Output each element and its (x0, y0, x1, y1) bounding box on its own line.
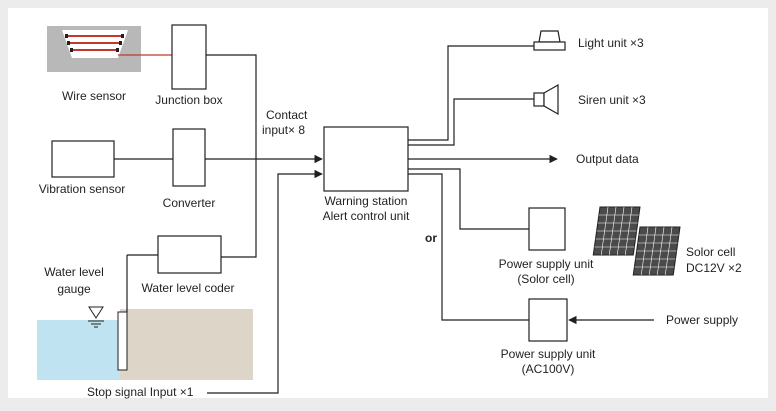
siren-unit-label: Siren unit ×3 (578, 93, 646, 107)
water-level-coder (157, 235, 222, 274)
solar-cell-label-1: Solor cell (686, 245, 735, 259)
stop-signal-label: Stop signal Input ×1 (87, 385, 194, 399)
water-area (37, 320, 120, 380)
vibration-sensor-label: Vibration sensor (39, 182, 126, 196)
power-supply-ac-label-2: (AC100V) (522, 362, 575, 376)
vibration-sensor (51, 140, 115, 178)
output-data-label: Output data (576, 152, 639, 166)
contact-input-label-1: Contact (266, 108, 308, 122)
gauge-pipe (117, 311, 128, 371)
warning-station-box (323, 126, 409, 192)
contact-input-label-2: input× 8 (262, 123, 305, 137)
power-supply-solar-label-1: Power supply unit (499, 257, 594, 271)
converter-label: Converter (163, 196, 216, 210)
junction-box (171, 24, 207, 90)
power-supply-label: Power supply (666, 313, 738, 327)
warning-station-label-2: Alert control unit (323, 209, 410, 223)
light-unit-label: Light unit ×3 (578, 36, 644, 50)
junction-box-label: Junction box (155, 93, 222, 107)
warning-station-label-1: Warning station (325, 194, 408, 208)
or-label: or (425, 231, 437, 245)
water-level-coder-label: Water level coder (142, 281, 235, 295)
power-supply-ac-box (528, 298, 568, 342)
solar-panel-icon (592, 206, 681, 276)
converter (172, 128, 206, 187)
water-level-triangle-icon (88, 306, 104, 328)
water-level-gauge-label-1: Water level (44, 265, 104, 279)
output-wiring (408, 45, 558, 321)
siren-horn-icon (533, 83, 559, 116)
input-wiring (114, 54, 323, 394)
power-supply-solar-label-2: (Solor cell) (517, 272, 574, 286)
power-supply-solar-box (528, 207, 566, 251)
wire-sensor-icon (47, 26, 141, 72)
wire-sensor-label: Wire sensor (62, 89, 126, 103)
power-supply-ac-label-1: Power supply unit (501, 347, 596, 361)
water-level-gauge-label-2: gauge (57, 282, 91, 296)
solar-cell-label-2: DC12V ×2 (686, 261, 742, 275)
ground-area (120, 309, 253, 380)
warning-light-icon (533, 30, 566, 51)
